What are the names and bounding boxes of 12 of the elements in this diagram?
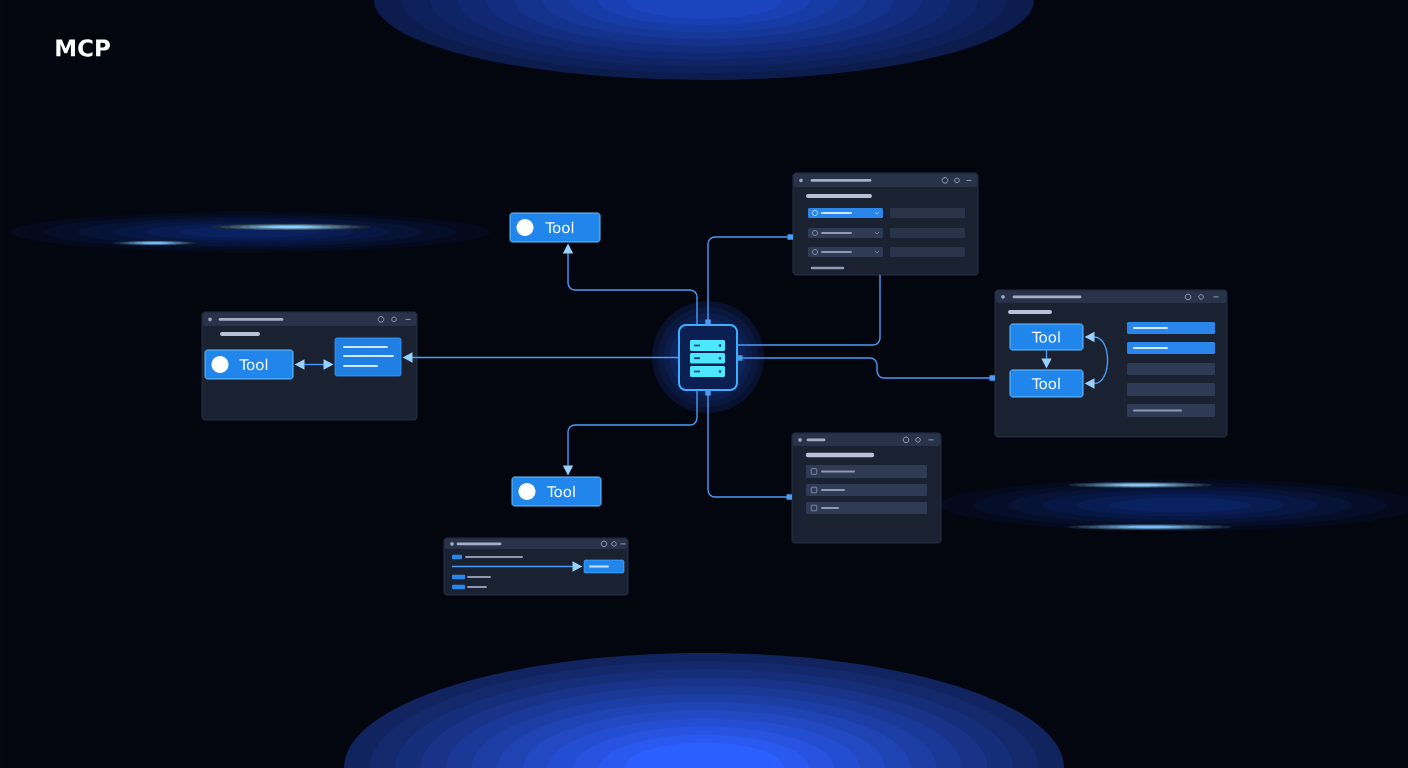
tool-box: Tool: [511, 476, 602, 507]
title: MCP: [56, 39, 110, 57]
info-box: [334, 337, 402, 377]
connector-line: [705, 390, 792, 500]
tool-box: Tool: [1009, 369, 1084, 398]
tool-box: Tool: [1009, 323, 1084, 351]
tool-box: Tool: [509, 212, 601, 243]
button: [583, 559, 625, 574]
connector-line: [736, 274, 881, 346]
connector-line: [737, 355, 995, 381]
tool-box: Tool: [204, 349, 294, 380]
connector-line: [705, 234, 793, 325]
